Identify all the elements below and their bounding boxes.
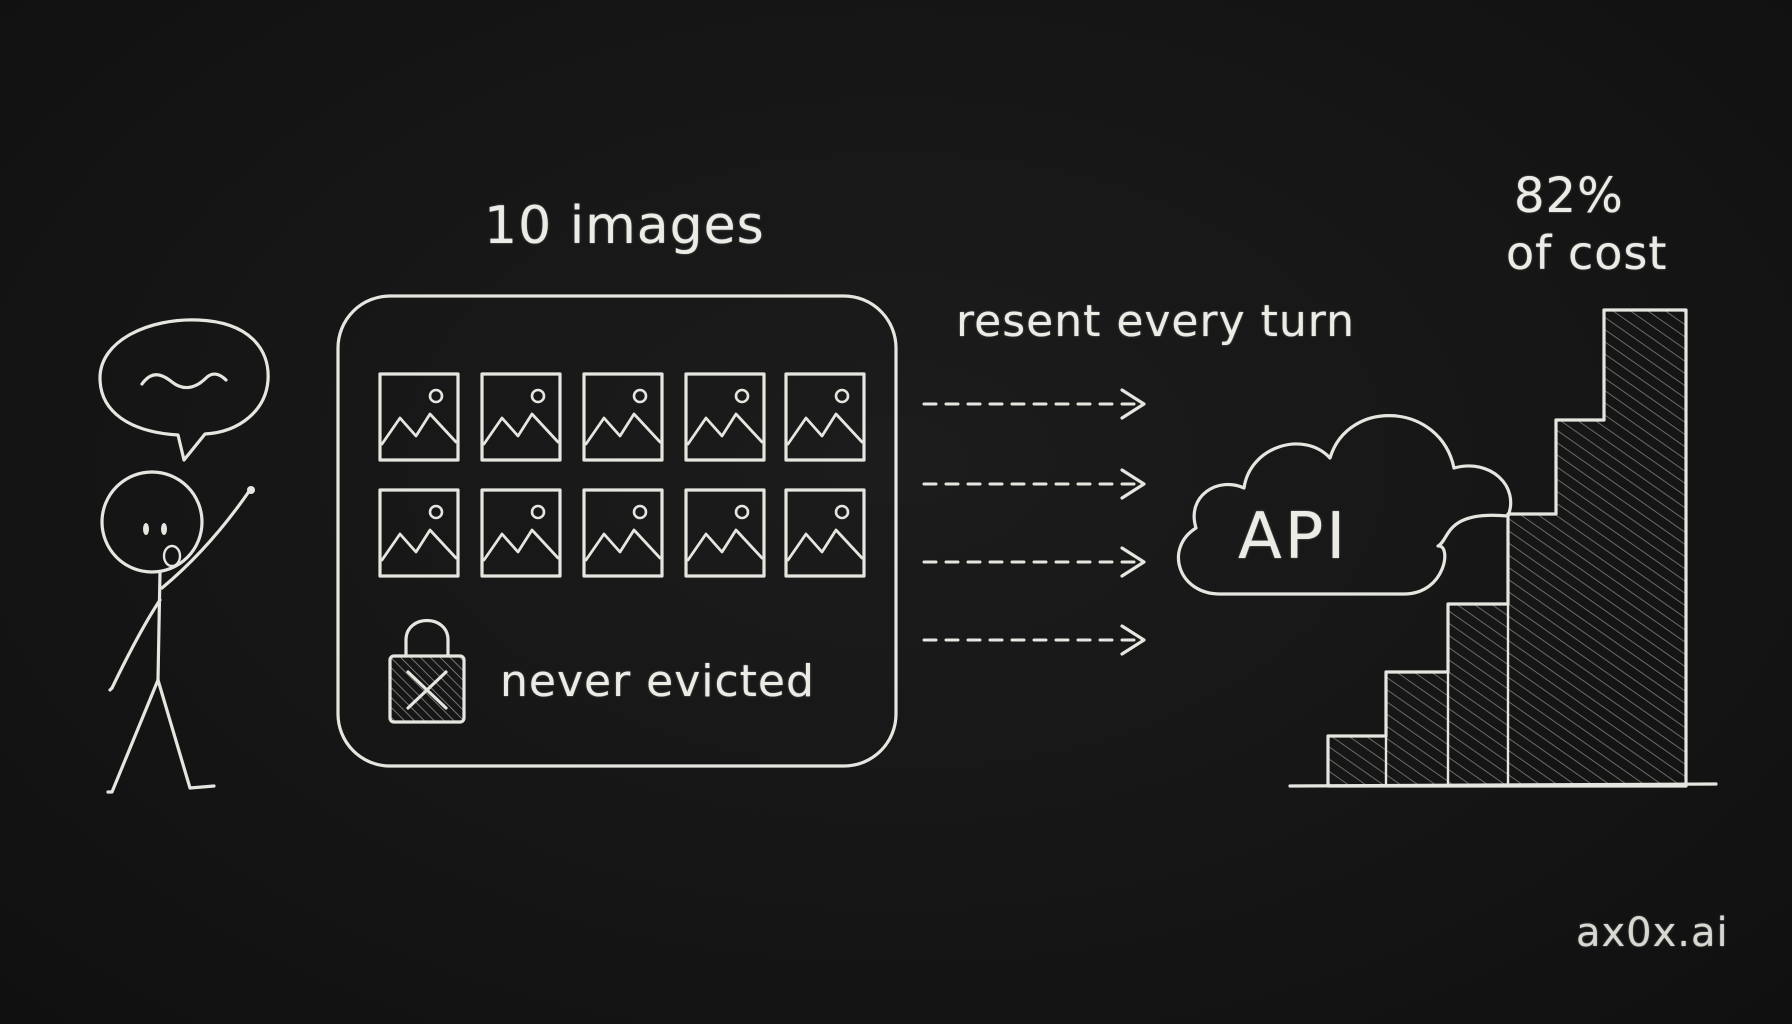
images-count-label: 10 images	[484, 196, 765, 256]
image-placeholder-icon	[684, 488, 766, 578]
image-placeholder-icon	[378, 488, 460, 578]
cloud-icon	[1177, 414, 1513, 596]
image-grid	[378, 372, 866, 578]
image-placeholder-icon	[684, 372, 766, 462]
image-placeholder-icon	[378, 372, 460, 462]
cost-percent-label: 82%	[1514, 168, 1624, 224]
speech-bubble-icon	[98, 318, 270, 462]
images-container	[336, 294, 898, 768]
image-placeholder-icon	[582, 372, 664, 462]
cost-label: of cost	[1506, 226, 1668, 280]
image-placeholder-icon	[784, 372, 866, 462]
image-placeholder-icon	[480, 488, 562, 578]
image-placeholder-icon	[582, 488, 664, 578]
resend-arrows	[922, 388, 1146, 656]
image-placeholder-icon	[480, 372, 562, 462]
resend-label: resent every turn	[956, 296, 1355, 347]
image-placeholder-icon	[784, 488, 866, 578]
cloud-label: API	[1238, 500, 1349, 574]
lock-icon	[388, 618, 466, 724]
stick-figure-icon	[100, 470, 255, 794]
rising-bar-chart-icon	[1288, 308, 1718, 788]
brand-watermark: ax0x.ai	[1576, 910, 1729, 956]
never-evicted-label: never evicted	[500, 656, 815, 707]
